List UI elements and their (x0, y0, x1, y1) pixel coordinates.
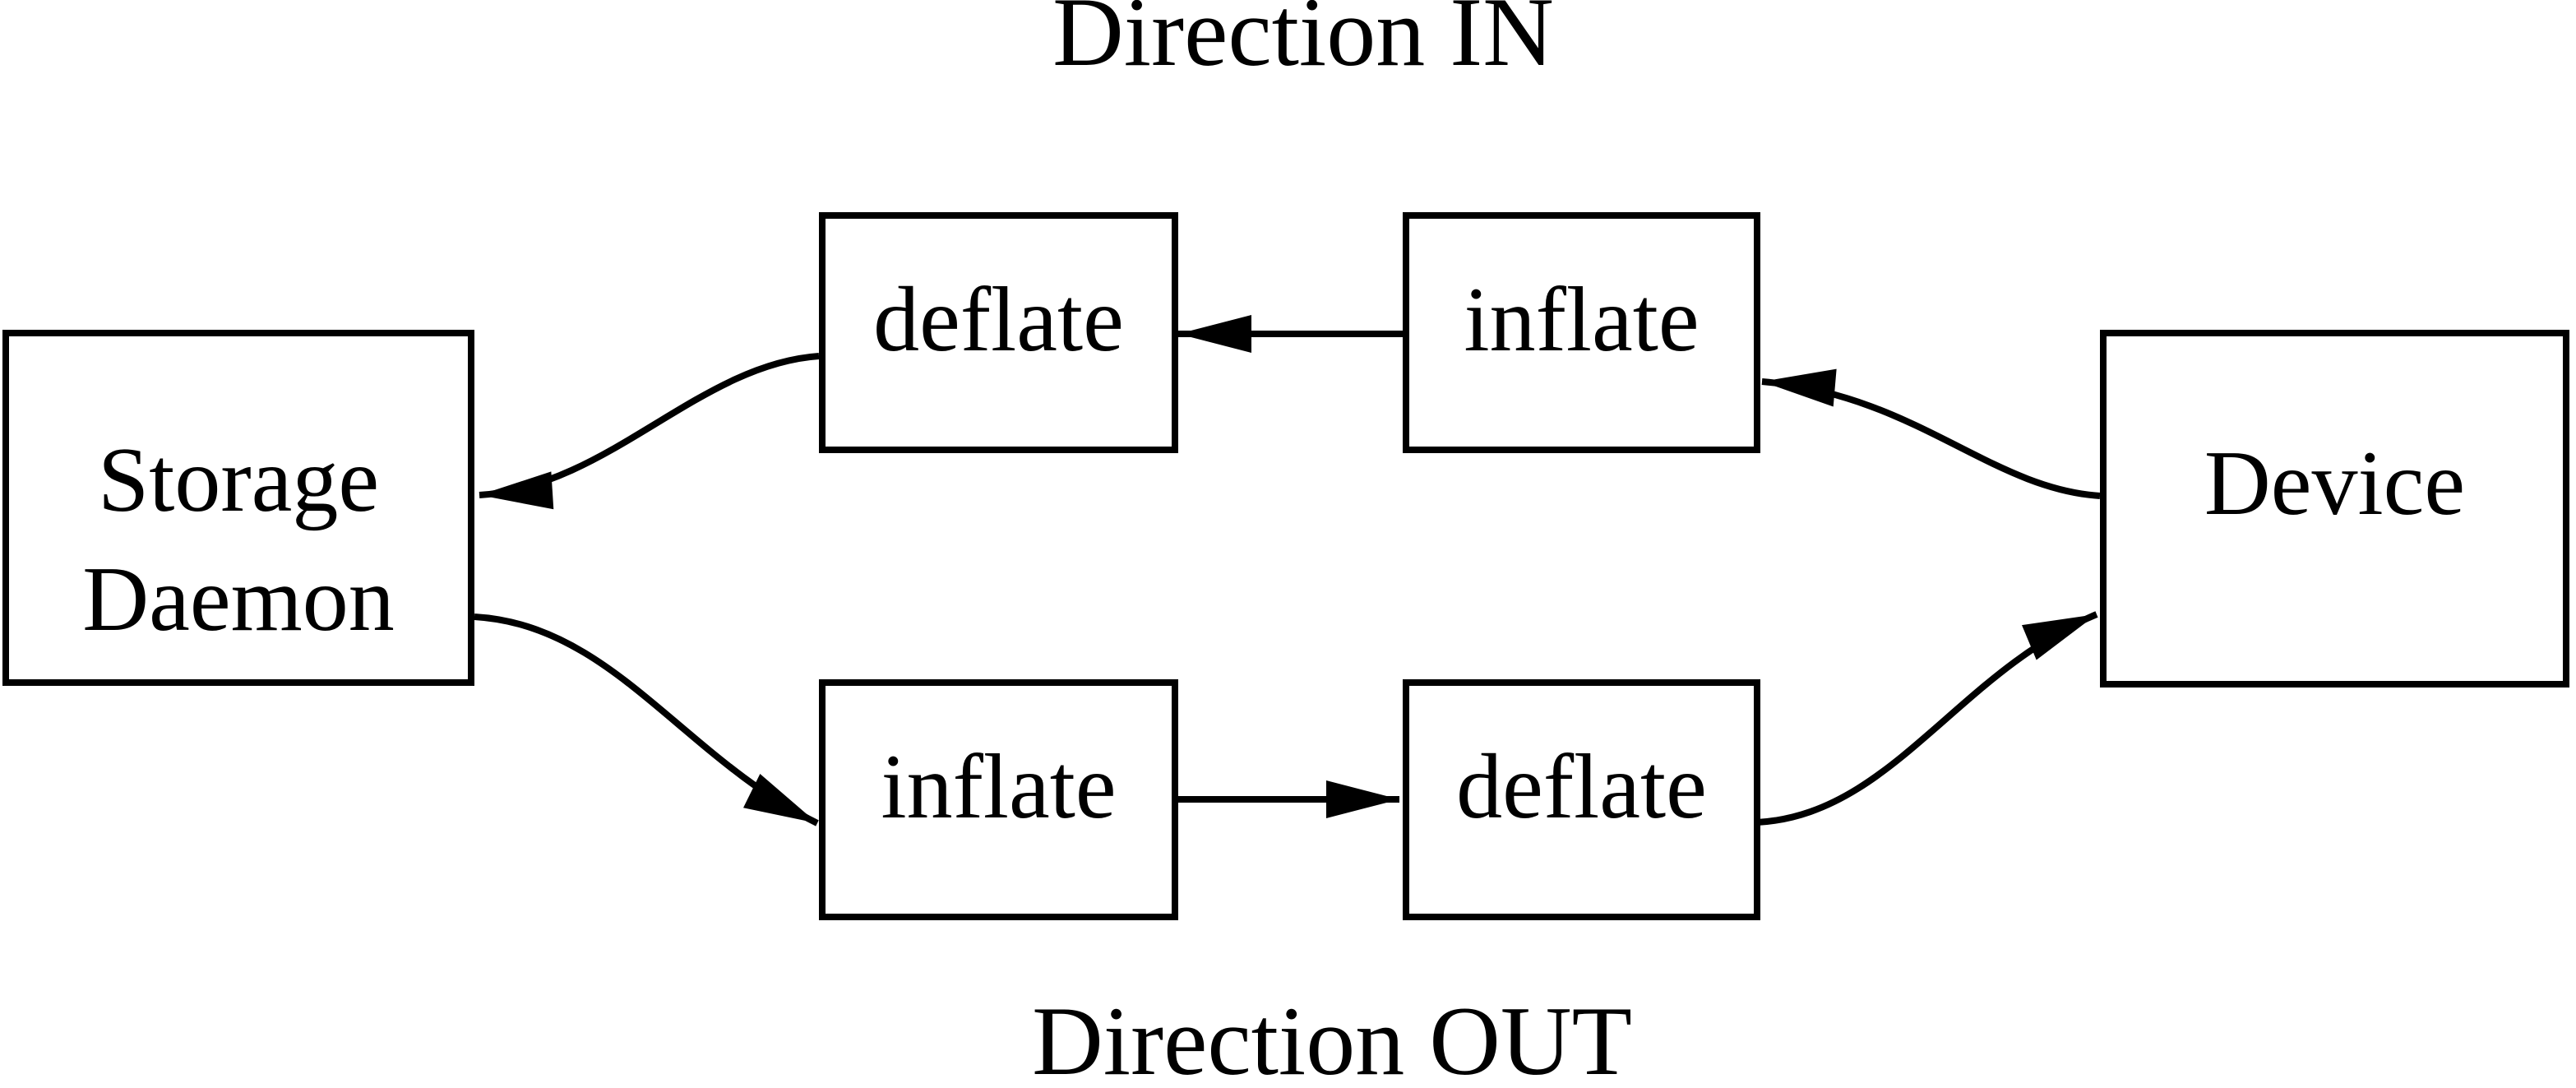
deflate-out-box (1403, 679, 1760, 920)
edge-deflate-to-storage-daemon-arrow (479, 353, 820, 510)
device-label: Device (2204, 433, 2466, 535)
storage-daemon-label-line2: Daemon (82, 549, 395, 650)
inflate-in-box (1403, 212, 1760, 453)
edge-storage-daemon-to-inflate-out-arrow (474, 613, 819, 826)
direction-out-title: Direction OUT (1032, 986, 1632, 1088)
direction-in-title: Direction IN (1052, 0, 1554, 86)
edge-device-to-inflate-in-arrow (1761, 368, 2101, 499)
inflate-in-label: inflate (1464, 269, 1700, 371)
deflate-in-label: deflate (873, 269, 1124, 371)
inflate-out-box (819, 679, 1178, 920)
storage-daemon-box (2, 330, 474, 686)
storage-daemon-label-line1: Storage (97, 429, 380, 531)
device-box (2100, 330, 2569, 688)
deflate-in-box (819, 212, 1178, 453)
inflate-out-label: inflate (881, 736, 1117, 838)
edge-deflate-to-device-arrow (1756, 611, 2098, 826)
deflate-out-label: deflate (1456, 736, 1707, 838)
